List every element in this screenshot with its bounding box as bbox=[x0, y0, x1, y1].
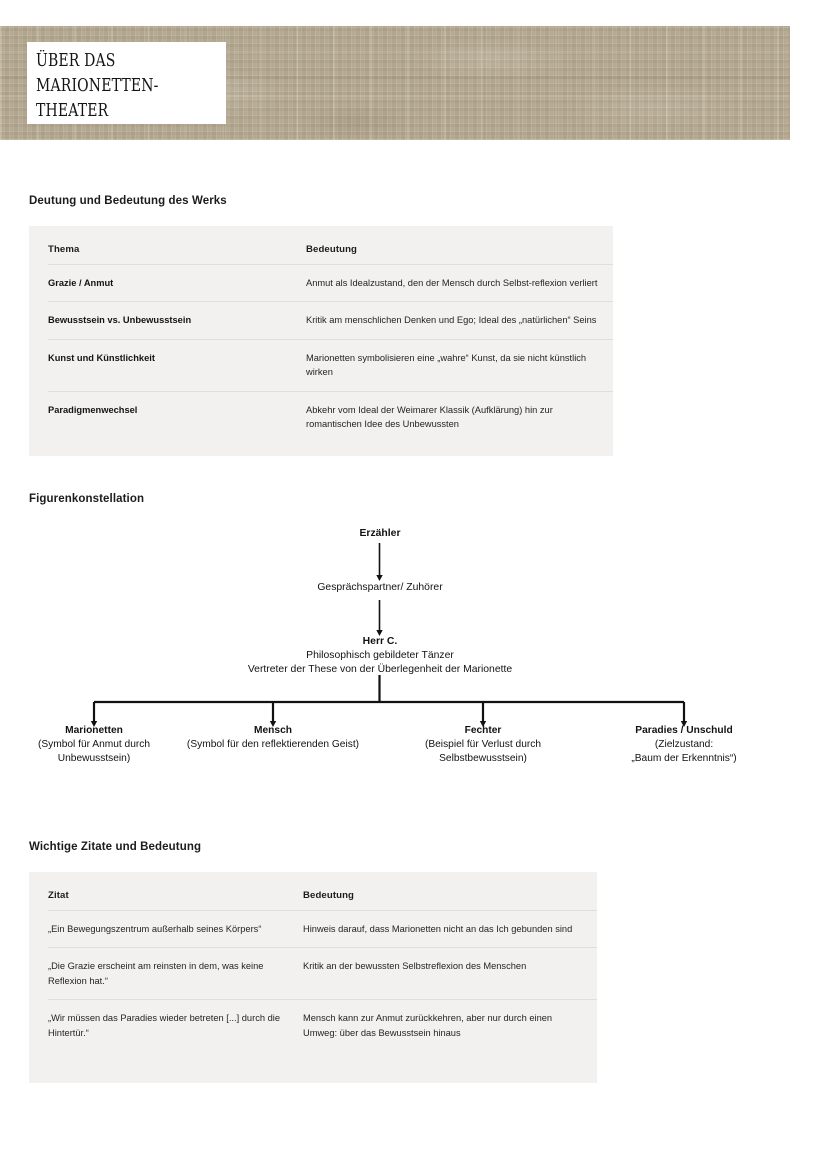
node-gespraechspartner-label: Gesprächspartner/ Zuhörer bbox=[317, 582, 443, 593]
cell-thema: Grazie / Anmut bbox=[48, 263, 306, 302]
cell-bedeutung: Anmut als Idealzustand, den der Mensch d… bbox=[306, 263, 613, 302]
themes-table-card: Thema Bedeutung Grazie / Anmut Anmut als… bbox=[29, 226, 613, 457]
themes-table: Thema Bedeutung Grazie / Anmut Anmut als… bbox=[48, 244, 613, 443]
leaf-marionetten-line-1: (Symbol für Anmut durch bbox=[37, 739, 151, 751]
section-heading-quotes: Wichtige Zitate und Bedeutung bbox=[29, 841, 202, 853]
table-row: Grazie / Anmut Anmut als Idealzustand, d… bbox=[48, 263, 613, 302]
diagram-connectors bbox=[90, 543, 688, 727]
column-header-zitat: Zitat bbox=[48, 890, 69, 901]
cell-bedeutung: Hinweis darauf, dass Marionetten nicht a… bbox=[303, 909, 597, 948]
cell-zitat: „Ein Bewegungszentrum außerhalb seines K… bbox=[48, 909, 303, 948]
table-row: „Wir müssen das Paradies wieder betreten… bbox=[48, 999, 597, 1052]
leaf-marionetten-line-2: Unbewusstsein) bbox=[57, 753, 131, 765]
cell-bedeutung: Marionetten symbolisieren eine „wahre“ K… bbox=[306, 338, 613, 392]
title-card: ÜBER DAS MARIONETTEN- THEATER bbox=[27, 42, 226, 124]
title-line-1: ÜBER DAS bbox=[36, 51, 116, 71]
table-row: „Ein Bewegungszentrum außerhalb seines K… bbox=[48, 909, 597, 948]
node-herr-c-subtitle-1: Philosophisch gebildeter Tänzer bbox=[306, 650, 454, 662]
node-herr-c-label: Herr C. bbox=[362, 636, 398, 647]
column-header-thema: Thema bbox=[48, 244, 80, 255]
cell-thema: Paradigmenwechsel bbox=[48, 390, 306, 443]
table-row: „Die Grazie erscheint am reinsten in dem… bbox=[48, 947, 597, 1000]
leaf-paradies-unschuld: Paradies / Unschuld (Zielzustand: „Baum … bbox=[594, 724, 774, 766]
leaf-mensch: Mensch (Symbol für den reflektierenden G… bbox=[163, 724, 383, 752]
title-line-2: MARIONETTEN- bbox=[36, 76, 159, 96]
node-gespraechspartner: Gesprächspartner/ Zuhörer bbox=[0, 581, 760, 595]
table-header-row: Thema Bedeutung bbox=[48, 244, 613, 265]
leaf-paradies-title: Paradies / Unschuld bbox=[635, 725, 733, 736]
node-erzaehler-label: Erzähler bbox=[359, 528, 401, 539]
leaf-fechter-line-2: Selbstbewusstsein) bbox=[439, 753, 527, 765]
leaf-marionetten-title: Marionetten bbox=[65, 725, 123, 736]
cell-bedeutung: Kritik am menschlichen Denken und Ego; I… bbox=[306, 301, 613, 340]
table-row: Bewusstsein vs. Unbewusstsein Kritik am … bbox=[48, 301, 613, 340]
cell-thema: Kunst und Künstlichkeit bbox=[48, 338, 306, 392]
leaf-mensch-title: Mensch bbox=[254, 725, 292, 736]
cell-bedeutung: Abkehr vom Ideal der Weimarer Klassik (A… bbox=[306, 390, 613, 443]
table-row: Kunst und Künstlichkeit Marionetten symb… bbox=[48, 338, 613, 392]
title-line-3: THEATER bbox=[36, 101, 109, 121]
table-header-row: Zitat Bedeutung bbox=[48, 890, 597, 911]
section-heading-themes: Deutung und Bedeutung des Werks bbox=[29, 195, 227, 207]
leaf-fechter-line-1: (Beispiel für Verlust durch bbox=[424, 739, 542, 751]
table-row: Paradigmenwechsel Abkehr vom Ideal der W… bbox=[48, 390, 613, 443]
leaf-fechter-title: Fechter bbox=[464, 725, 502, 736]
quotes-table: Zitat Bedeutung „Ein Bewegungszentrum au… bbox=[48, 890, 597, 1052]
leaf-paradies-line-2: „Baum der Erkenntnis“) bbox=[631, 753, 737, 765]
column-header-bedeutung: Bedeutung bbox=[306, 244, 357, 255]
figure-constellation-diagram: Erzähler Gesprächspartner/ Zuhörer Herr … bbox=[0, 515, 828, 805]
cell-thema: Bewusstsein vs. Unbewusstsein bbox=[48, 301, 306, 340]
cell-bedeutung: Kritik an der bewussten Selbstreflexion … bbox=[303, 947, 597, 1000]
cell-zitat: „Die Grazie erscheint am reinsten in dem… bbox=[48, 947, 303, 1000]
quotes-table-card: Zitat Bedeutung „Ein Bewegungszentrum au… bbox=[29, 872, 597, 1084]
node-erzaehler: Erzähler bbox=[0, 527, 760, 541]
cell-bedeutung: Mensch kann zur Anmut zurückkehren, aber… bbox=[303, 999, 597, 1052]
cell-zitat: „Wir müssen das Paradies wieder betreten… bbox=[48, 999, 303, 1052]
leaf-paradies-line-1: (Zielzustand: bbox=[654, 739, 714, 751]
section-heading-figures: Figurenkonstellation bbox=[29, 493, 145, 505]
leaf-marionetten: Marionetten (Symbol für Anmut durch Unbe… bbox=[10, 724, 178, 766]
leaf-fechter: Fechter (Beispiel für Verlust durch Selb… bbox=[393, 724, 573, 766]
node-herr-c: Herr C. Philosophisch gebildeter Tänzer … bbox=[0, 635, 760, 677]
node-herr-c-subtitle-2: Vertreter der These von der Überlegenhei… bbox=[247, 664, 513, 676]
column-header-bedeutung: Bedeutung bbox=[303, 890, 354, 901]
leaf-mensch-line-1: (Symbol für den reflektierenden Geist) bbox=[186, 739, 360, 751]
